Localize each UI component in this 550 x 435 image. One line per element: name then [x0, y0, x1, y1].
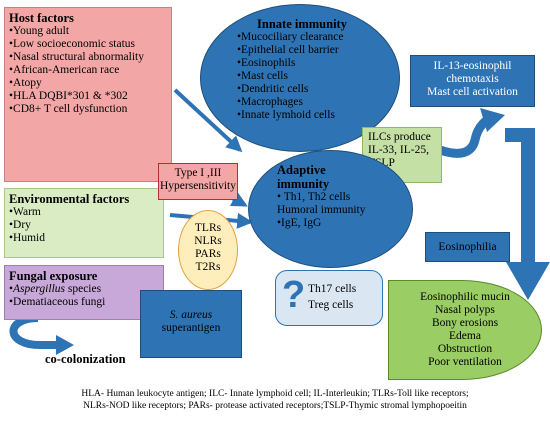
host-factor-item: •Young adult: [9, 25, 70, 37]
receptors-ellipse: TLRs NLRs PARs T2Rs: [178, 210, 238, 290]
footnote: HLA- Human leukocyte antigen; ILC- Innat…: [0, 388, 550, 412]
outcome-item: Obstruction: [437, 343, 493, 355]
receptor-item: TLRs: [194, 222, 222, 234]
ilc-line: IL-33, IL-25,: [368, 144, 429, 156]
s-aureus-line: superantigen: [161, 322, 221, 334]
adaptive-immunity-ellipse: Adaptive immunity • Th1, Th2 cells Humor…: [248, 150, 413, 268]
host-factor-item: •Low socioeconomic status: [9, 38, 136, 50]
adaptive-immunity-title: immunity: [277, 177, 330, 191]
innate-immunity-item: •Mucociliary clearance: [237, 31, 344, 43]
il13-line: chemotaxis: [446, 73, 499, 85]
co-colonization-arrow-head: [56, 335, 74, 355]
innate-immunity-title: Innate immunity: [257, 17, 347, 31]
innate-immunity-item: •Dendritic cells: [237, 83, 309, 95]
innate-immunity-item: •Macrophages: [237, 96, 303, 108]
innate-immunity-item: •Innate lymhoid cells: [237, 109, 335, 121]
th17-line: Treg cells: [308, 299, 354, 311]
adaptive-immunity-title: Adaptive: [277, 163, 326, 177]
th17-treg-box: ? Th17 cells Treg cells: [275, 270, 383, 326]
arrow-host-to-innate: [173, 88, 243, 153]
outcome-item: Bony erosions: [431, 317, 499, 329]
environmental-factor-item: •Humid: [9, 232, 45, 244]
arrow-il13-to-outcomes: [505, 128, 535, 268]
outcome-item: Eosinophilic mucin: [420, 291, 510, 303]
outcome-item: Nasal polyps: [435, 304, 495, 316]
hypersensitivity-line: Hypersensitivity: [159, 180, 237, 192]
fungal-exposure-item: •Aspergillus species: [9, 283, 102, 295]
arrow-ilc-to-il13: [438, 114, 493, 158]
arrow-il13-to-outcomes-head: [506, 262, 550, 300]
host-factors-box: Host factors •Young adult •Low socioecon…: [4, 7, 172, 182]
host-factors-title: Host factors: [9, 11, 74, 25]
outcome-item: Edema: [449, 330, 481, 342]
environmental-factor-item: •Dry: [9, 219, 31, 231]
footnote-line: NLRs-NOD like receptors; PARs- protease …: [83, 401, 467, 411]
receptor-item: PARs: [195, 248, 221, 260]
receptor-item: T2Rs: [195, 261, 221, 273]
il13-chemotaxis-box: IL-13-eosinophil chemotaxis Mast cell ac…: [410, 55, 535, 107]
environmental-factor-item: •Warm: [9, 206, 41, 218]
ilc-line: ILCs produce: [368, 131, 431, 143]
co-colonization-arrow: [9, 314, 58, 349]
innate-immunity-item: •Mast cells: [237, 70, 288, 82]
host-factor-item: •Nasal structural abnormality: [9, 51, 144, 63]
eosinophilia-box: Eosinophilia: [425, 232, 510, 262]
host-factor-item: •African-American race: [9, 64, 120, 76]
hypersensitivity-box: Type I ,III Hypersensitivity: [158, 163, 238, 200]
innate-immunity-item: •Epithelial cell barrier: [237, 44, 339, 56]
co-colonization-label: co-colonization: [45, 352, 126, 366]
question-mark-icon: ?: [282, 274, 306, 316]
adaptive-immunity-item: Humoral immunity: [277, 204, 366, 216]
host-factor-item: •Atopy: [9, 77, 42, 89]
s-aureus-box: S. aureus superantigen: [140, 290, 242, 358]
fungal-exposure-title: Fungal exposure: [9, 269, 98, 283]
il13-line: Mast cell activation: [427, 86, 518, 98]
environmental-factors-box: Environmental factors •Warm •Dry •Humid: [4, 188, 164, 258]
environmental-factors-title: Environmental factors: [9, 192, 130, 206]
innate-immunity-item: •Eosinophils: [237, 57, 296, 69]
th17-line: Th17 cells: [308, 283, 357, 295]
hypersensitivity-line: Type I ,III: [174, 167, 222, 179]
adaptive-immunity-item: • Th1, Th2 cells: [277, 191, 351, 203]
receptor-item: NLRs: [194, 235, 222, 247]
eosinophilia-label: Eosinophilia: [438, 241, 497, 253]
outcomes-box: Eosinophilic mucin Nasal polyps Bony ero…: [388, 280, 542, 380]
il13-line: IL-13-eosinophil: [433, 60, 512, 72]
footnote-line: HLA- Human leukocyte antigen; ILC- Innat…: [81, 389, 469, 399]
fungal-exposure-box: Fungal exposure •Aspergillus species •De…: [4, 265, 164, 320]
fungal-exposure-item: •Dematiaceous fungi: [9, 296, 106, 308]
adaptive-immunity-item: •IgE, IgG: [277, 217, 322, 229]
outcome-item: Poor ventilation: [428, 356, 502, 368]
s-aureus-line: S. aureus: [169, 309, 213, 321]
host-factor-item: •CD8+ T cell dysfunction: [9, 103, 128, 115]
innate-immunity-ellipse: Innate immunity •Mucociliary clearance •…: [200, 4, 400, 152]
host-factor-item: •HLA DQBI*301 & *302: [9, 90, 128, 102]
arrow-ilc-to-il13-head: [480, 108, 505, 132]
